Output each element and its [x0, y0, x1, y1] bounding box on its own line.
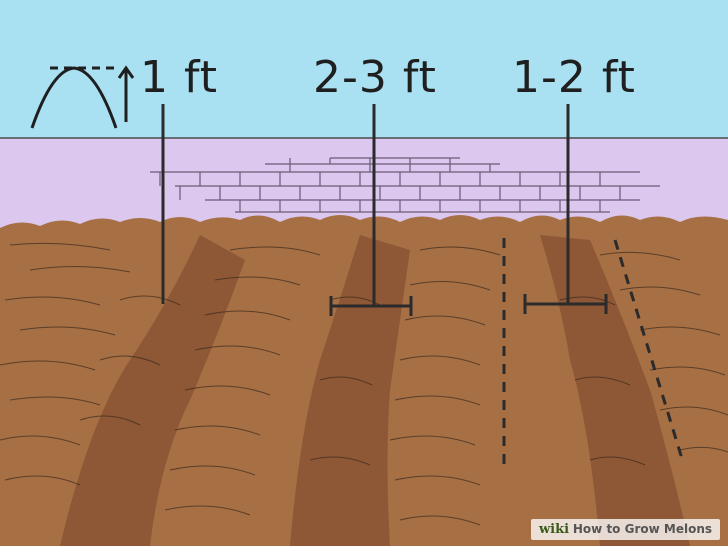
hill-height-label: 1 ft	[140, 52, 218, 103]
soil-texture	[0, 242, 728, 526]
sky	[0, 0, 728, 140]
watermark-brand: wiki	[538, 522, 570, 537]
hill-height-icon	[30, 65, 135, 129]
hill-right-dashed-edge	[613, 239, 685, 463]
furrows	[60, 235, 690, 546]
wall-band	[0, 138, 728, 228]
row-spacing-bracket	[329, 296, 413, 316]
brick-pattern	[150, 157, 660, 213]
hill-width-bracket	[523, 294, 608, 314]
measurement-lines	[161, 104, 685, 468]
watermark-title: How to Grow Melons	[572, 522, 712, 536]
wikihow-watermark: wiki How to Grow Melons	[530, 519, 720, 540]
row-spacing-label: 2-3 ft	[313, 52, 437, 103]
hill-width-label: 1-2 ft	[512, 52, 636, 103]
